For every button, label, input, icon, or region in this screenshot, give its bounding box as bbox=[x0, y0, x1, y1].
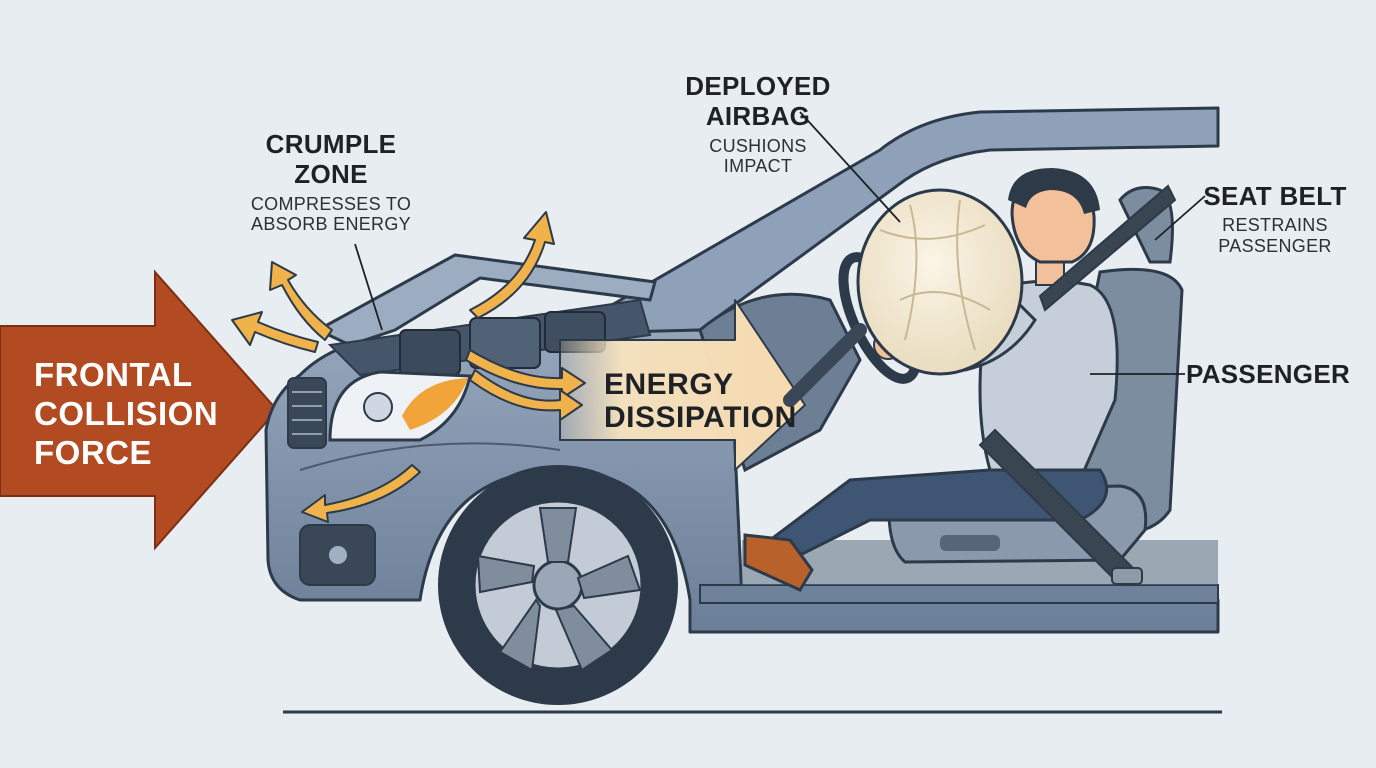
passenger-figure bbox=[743, 168, 1177, 592]
crumple-desc-2: ABSORB ENERGY bbox=[251, 214, 411, 235]
force-line-1: FRONTAL bbox=[34, 356, 193, 393]
airbag-desc-1: CUSHIONS bbox=[709, 135, 807, 156]
airbag-label: DEPLOYED AIRBAG CUSHIONS IMPACT bbox=[678, 71, 838, 177]
airbag-title-1: DEPLOYED bbox=[685, 71, 831, 101]
crumple-title-1: CRUMPLE bbox=[265, 129, 397, 159]
passenger-label: PASSENGER bbox=[1186, 359, 1351, 390]
frontal-force-arrow bbox=[0, 269, 279, 551]
crumpled-hood bbox=[316, 253, 657, 377]
energy-line-1: ENERGY bbox=[604, 368, 734, 401]
airbag bbox=[856, 188, 1024, 376]
grille bbox=[287, 377, 376, 586]
force-line-3: FORCE bbox=[34, 433, 152, 471]
airbag-title-2: AIRBAG bbox=[705, 100, 811, 131]
callout-lines bbox=[354, 111, 1206, 375]
seat-belt-title: SEAT BELT bbox=[1203, 181, 1347, 211]
front-wheel bbox=[438, 465, 678, 705]
passenger-title: PASSENGER bbox=[1186, 359, 1351, 389]
force-line-2: COLLISION bbox=[34, 394, 219, 432]
dissipation-arrows bbox=[231, 211, 586, 523]
seat-belt-desc-2: PASSENGER bbox=[1218, 235, 1332, 256]
energy-line-2: DISSIPATION bbox=[604, 401, 797, 434]
airbag-desc-2: IMPACT bbox=[723, 156, 793, 177]
crumple-title-2: ZONE bbox=[294, 158, 368, 189]
energy-dissipation-arrow bbox=[559, 299, 806, 471]
crumple-desc-1: COMPRESSES TO bbox=[250, 193, 412, 214]
crumple-zone-label: CRUMPLE ZONE COMPRESSES TO ABSORB ENERGY bbox=[246, 129, 416, 235]
seat-belt-label: SEAT BELT RESTRAINS PASSENGER bbox=[1200, 181, 1350, 256]
seat-belt-desc-1: RESTRAINS bbox=[1222, 214, 1328, 235]
energy-dissipation-label: ENERGY DISSIPATION bbox=[604, 368, 797, 434]
frontal-force-label: FRONTAL COLLISION FORCE bbox=[34, 356, 218, 473]
headlight bbox=[328, 370, 472, 442]
